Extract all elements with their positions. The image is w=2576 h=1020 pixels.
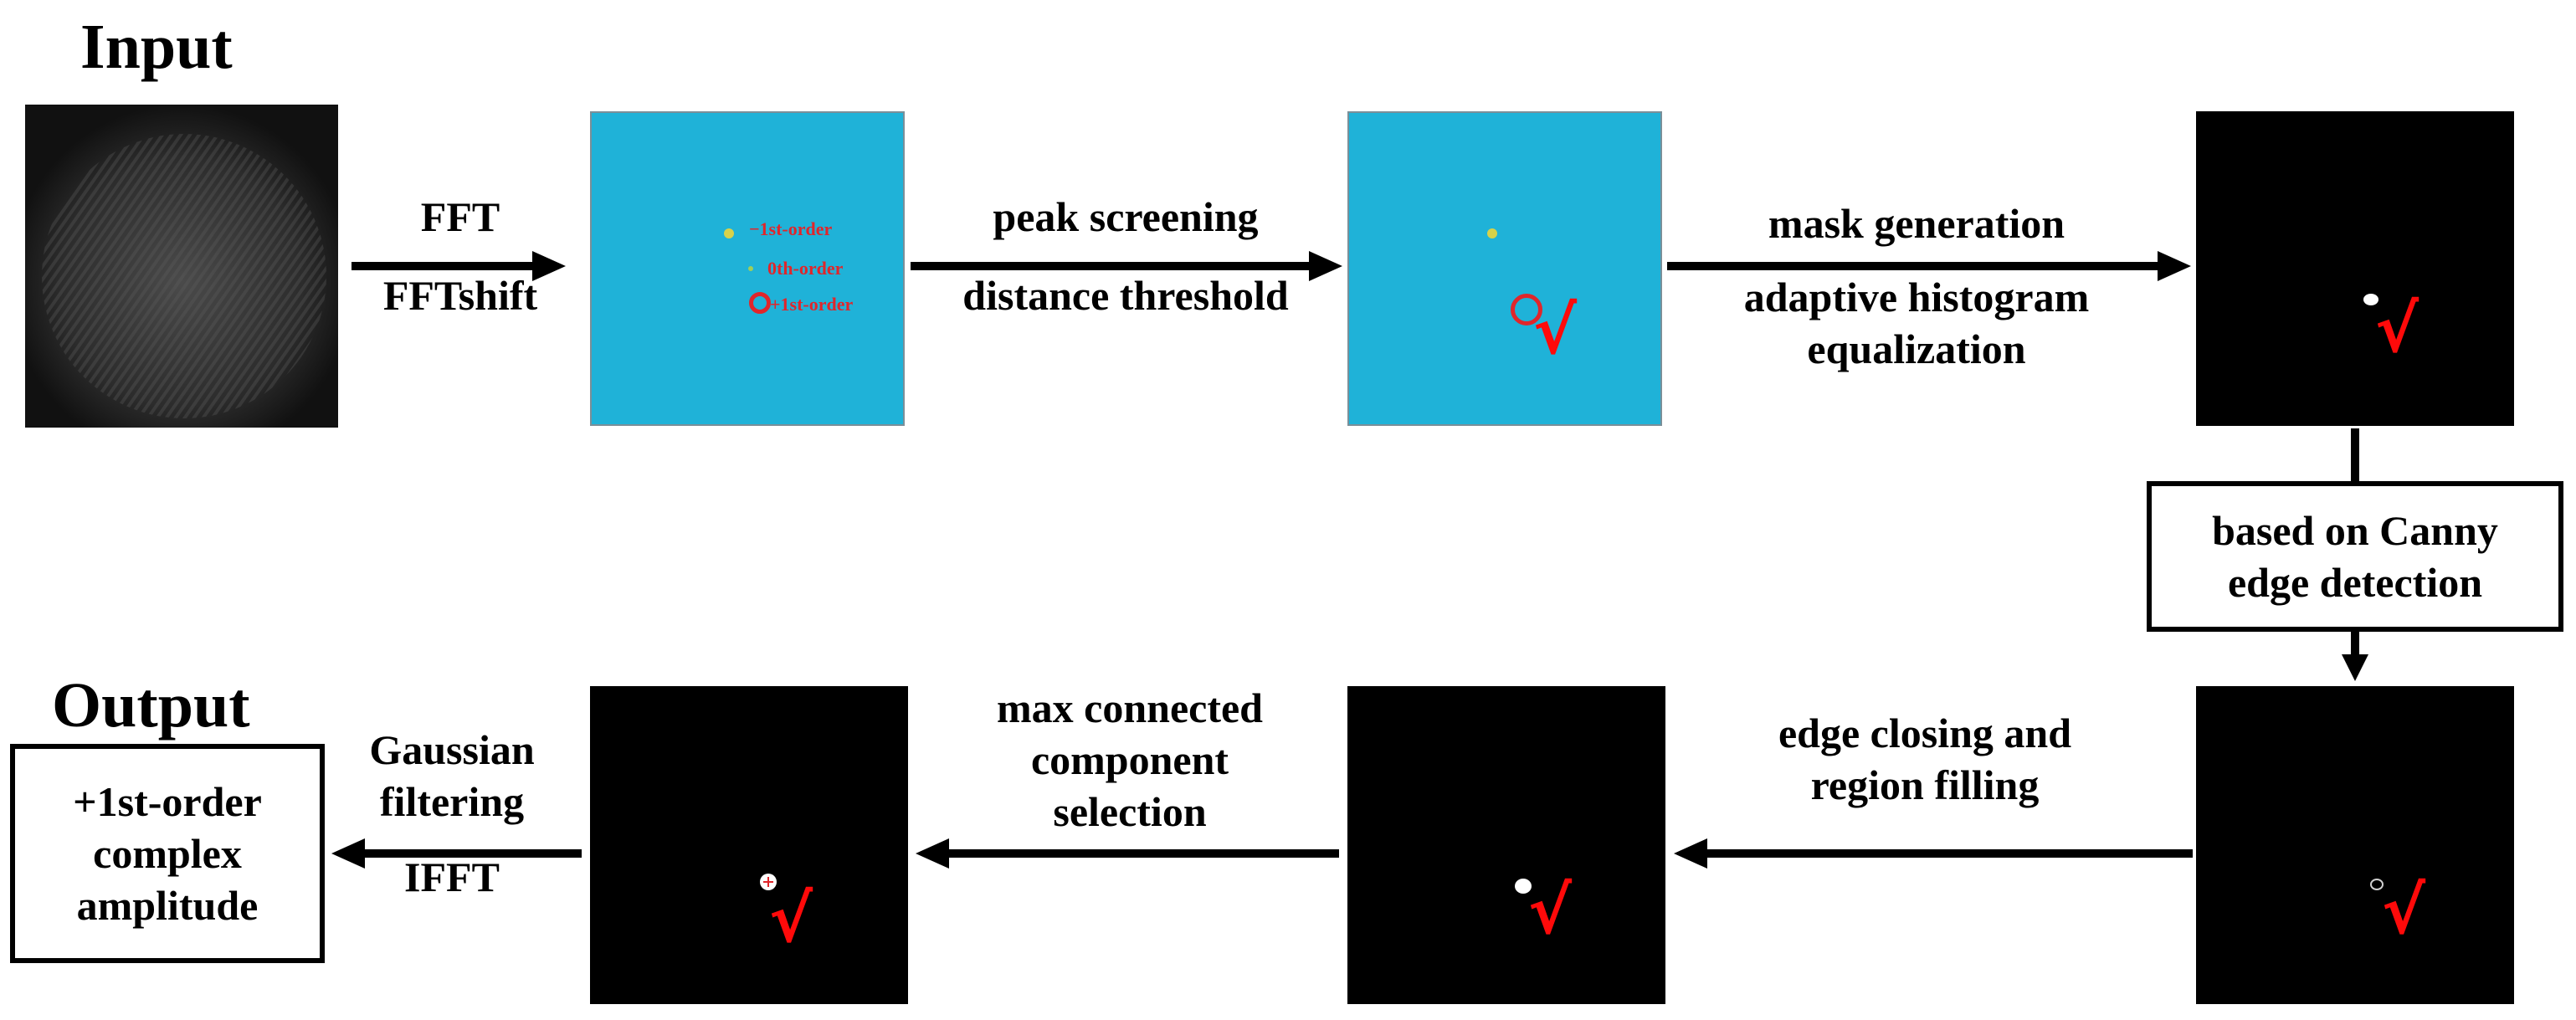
output-line-2: complex [93,830,242,877]
arrow-edge-to-filled [1674,838,2193,869]
arrow-fft-to-screening [911,251,1342,281]
mask-blob [2363,294,2378,305]
region-filling-label: region filling [1810,761,2040,808]
arrow-input-to-fft [352,251,566,281]
step-label-peak: peak screening distance threshold [908,191,1343,321]
step-label-fft: FFT FFTshift [352,191,569,321]
step-label-edge: edge closing and region filling [1732,707,2117,811]
crosshair-v [767,877,769,887]
distance-threshold-label: distance threshold [962,272,1289,319]
zeroth-order-label: 0th-order [767,258,844,279]
minus-first-order-peak [724,228,734,238]
equalization-label: equalization [1807,325,2026,372]
check-mark: √ [769,882,813,957]
minus-first-order-peak [1487,228,1497,238]
filtering-label: filtering [379,778,525,825]
max-component-panel: √ [590,686,908,1004]
adaptive-histogram-label: adaptive histogram [1743,274,2090,320]
fftshift-label: FFTshift [382,272,538,319]
arrow-maxcc-to-output [331,838,582,869]
filled-region [1515,879,1532,894]
selection-label: selection [1053,788,1207,835]
canny-box: based on Canny edge detection [2147,481,2563,632]
minus-first-order-label: −1st-order [749,218,833,239]
component-label: component [1030,736,1229,783]
output-line-3: amplitude [76,882,259,929]
step-label-maxcc: max connected component selection [954,682,1306,838]
zeroth-order-peak [748,266,753,271]
output-title: Output [52,670,250,741]
plus-first-order-circle [749,292,771,314]
peak-screening-label: peak screening [993,193,1259,240]
step-label-gauss: Gaussian filtering IFFT [335,724,569,903]
mask-panel: √ [2196,111,2514,426]
check-mark: √ [1533,294,1578,369]
check-mark: √ [2375,292,2419,367]
check-mark: √ [1528,874,1573,949]
output-line-1: +1st-order [73,778,262,825]
input-hologram-image [25,105,338,428]
arrow-filled-to-maxcc [916,838,1339,869]
step-label-mask: mask generation adaptive histogram equal… [1665,197,2168,375]
canny-line-2: edge detection [2227,559,2483,606]
arrow-canny-to-edge [2342,632,2368,681]
arrow-screening-to-mask [1667,251,2191,281]
selected-peak-circle [1511,294,1542,325]
output-box: +1st-order complex amplitude [10,744,325,963]
spectrum-panel-fftshift: −1st-order 0th-order +1st-order [590,111,905,426]
region-filled-panel: √ [1347,686,1665,1004]
edge-contour [2370,879,2384,890]
max-connected-label: max connected [997,684,1263,731]
fft-label: FFT [420,193,500,240]
spectrum-panel-screened: √ [1347,111,1662,426]
edge-detection-panel: √ [2196,686,2514,1004]
ifft-label: IFFT [404,853,500,900]
canny-line-1: based on Canny [2212,507,2498,554]
check-mark: √ [2382,874,2426,949]
mask-generation-label: mask generation [1768,200,2065,247]
edge-closing-label: edge closing and [1778,710,2072,756]
gaussian-label: Gaussian [369,726,535,773]
plus-first-order-label: +1st-order [770,294,854,315]
input-title: Input [80,12,233,82]
